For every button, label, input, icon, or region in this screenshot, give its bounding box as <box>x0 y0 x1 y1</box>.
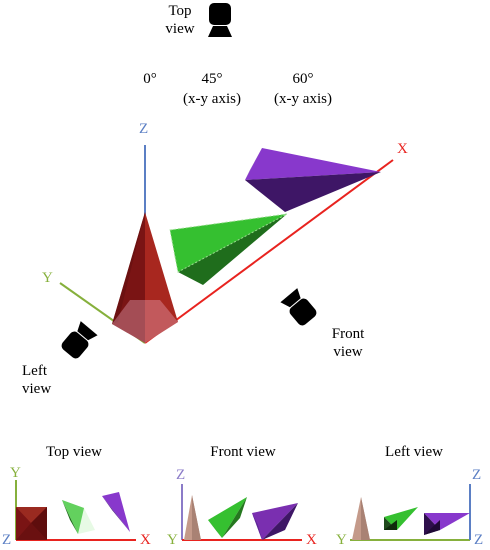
angle-45-label: 45° <box>201 71 223 87</box>
front-view-camera-label: Front view <box>331 326 365 360</box>
purple-pyramid <box>245 148 381 212</box>
panel3-left-axis-label: Z <box>472 467 482 483</box>
panel2-left-axis-label: Z <box>176 467 186 483</box>
panel1-bottom-left-label: Z <box>2 532 12 548</box>
angle-60-label: 60° <box>292 71 314 87</box>
panel1-left-axis-label: Y <box>10 465 21 481</box>
front-view-panel <box>181 484 302 541</box>
left-view-panel <box>350 484 471 541</box>
angle-45-sublabel: (x-y axis) <box>183 91 241 107</box>
top-camera-icon <box>208 3 232 37</box>
panel-left-view-title: Left view <box>385 444 443 460</box>
left-camera-icon <box>61 321 98 359</box>
panel3-bottom-left-label: Y <box>336 532 347 548</box>
front-camera-icon <box>280 288 317 326</box>
top-view-panel <box>15 480 136 541</box>
panel2-bottom-right-label: X <box>306 532 317 548</box>
panel2-bottom-left-label: Y <box>167 532 178 548</box>
x-axis-label: X <box>397 141 408 157</box>
panel1-bottom-right-label: X <box>140 532 151 548</box>
x-axis-line <box>144 159 394 344</box>
panel3-bottom-right-label: Z <box>474 532 484 548</box>
y-axis-label: Y <box>42 270 53 286</box>
angle-0-label: 0° <box>143 71 157 87</box>
z-axis-label: Z <box>139 121 149 137</box>
left-view-camera-label: Left view <box>22 363 52 397</box>
angle-60-sublabel: (x-y axis) <box>274 91 332 107</box>
panel-top-view-title: Top view <box>45 444 103 460</box>
green-pyramid <box>169 213 288 285</box>
top-view-camera-label: Top view <box>165 3 195 37</box>
red-pyramid <box>112 212 178 343</box>
panel-front-view-title: Front view <box>210 444 276 460</box>
